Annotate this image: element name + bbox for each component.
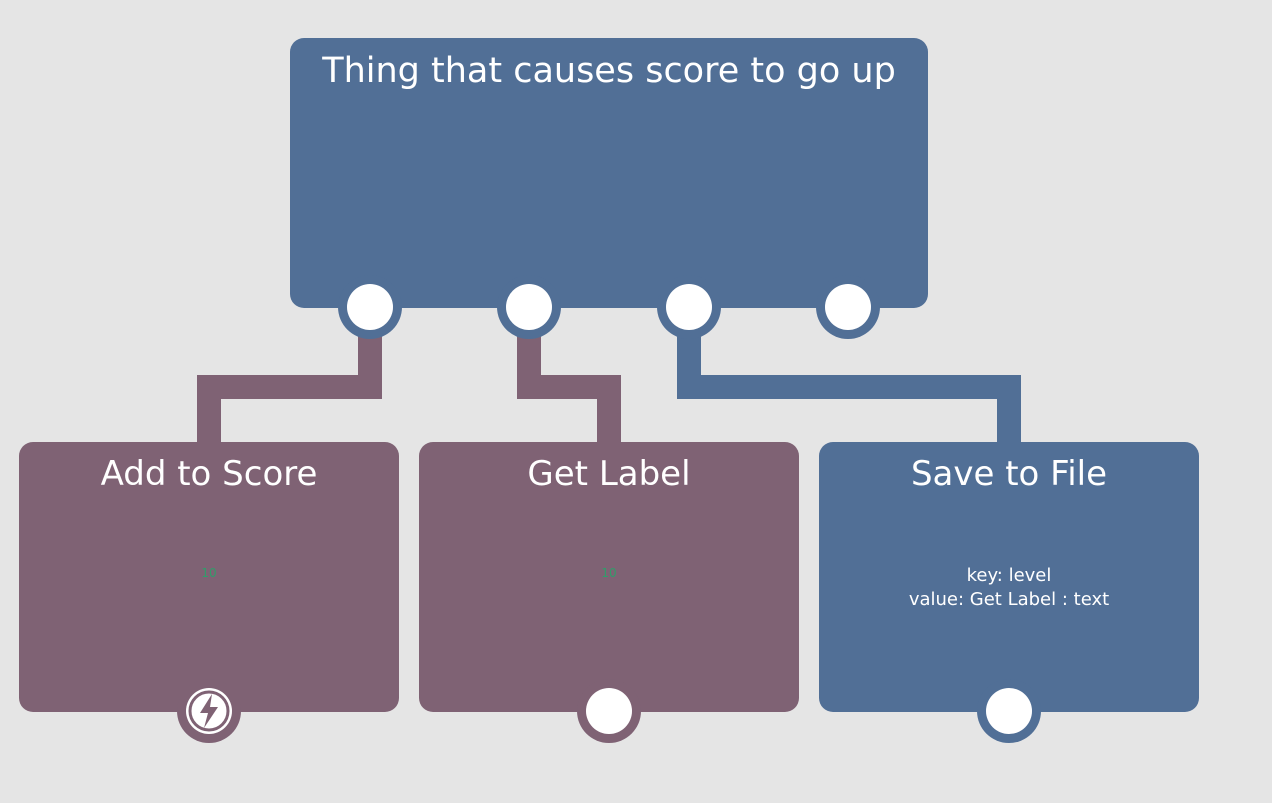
port-circle	[186, 688, 232, 734]
lightning-bolt-icon	[188, 690, 230, 732]
get-label-body: 10	[419, 562, 799, 581]
port-circle	[825, 284, 871, 330]
root-port-2[interactable]	[497, 275, 561, 339]
add-to-score-node[interactable]: Add to Score 10	[19, 442, 399, 712]
get-label-node[interactable]: Get Label 10	[419, 442, 799, 712]
wire-to-get-label	[517, 330, 621, 444]
root-port-4[interactable]	[816, 275, 880, 339]
port-circle	[666, 284, 712, 330]
wire-to-save-to-file	[677, 330, 1021, 444]
add-to-score-value: 10	[201, 566, 217, 580]
get-label-value: 10	[601, 566, 617, 580]
save-to-file-key-line: key: level	[966, 565, 1052, 586]
save-to-file-title: Save to File	[910, 454, 1108, 494]
get-label-title: Get Label	[527, 454, 691, 494]
root-node[interactable]: Thing that causes score to go up	[290, 38, 928, 308]
get-label-output-port[interactable]	[577, 679, 641, 743]
root-port-1[interactable]	[338, 275, 402, 339]
wire-to-add-to-score	[197, 330, 382, 444]
root-node-title: Thing that causes score to go up	[322, 51, 896, 91]
add-to-score-output-port[interactable]	[177, 679, 241, 743]
port-circle	[506, 284, 552, 330]
port-circle	[986, 688, 1032, 734]
save-to-file-value-line: value: Get Label : text	[908, 589, 1110, 610]
root-port-3[interactable]	[657, 275, 721, 339]
save-to-file-body: key: level value: Get Label : text	[819, 564, 1199, 612]
add-to-score-body: 10	[19, 562, 399, 581]
add-to-score-title: Add to Score	[100, 454, 318, 494]
port-circle	[347, 284, 393, 330]
port-circle	[586, 688, 632, 734]
save-to-file-node[interactable]: Save to File key: level value: Get Label…	[819, 442, 1199, 712]
save-to-file-output-port[interactable]	[977, 679, 1041, 743]
